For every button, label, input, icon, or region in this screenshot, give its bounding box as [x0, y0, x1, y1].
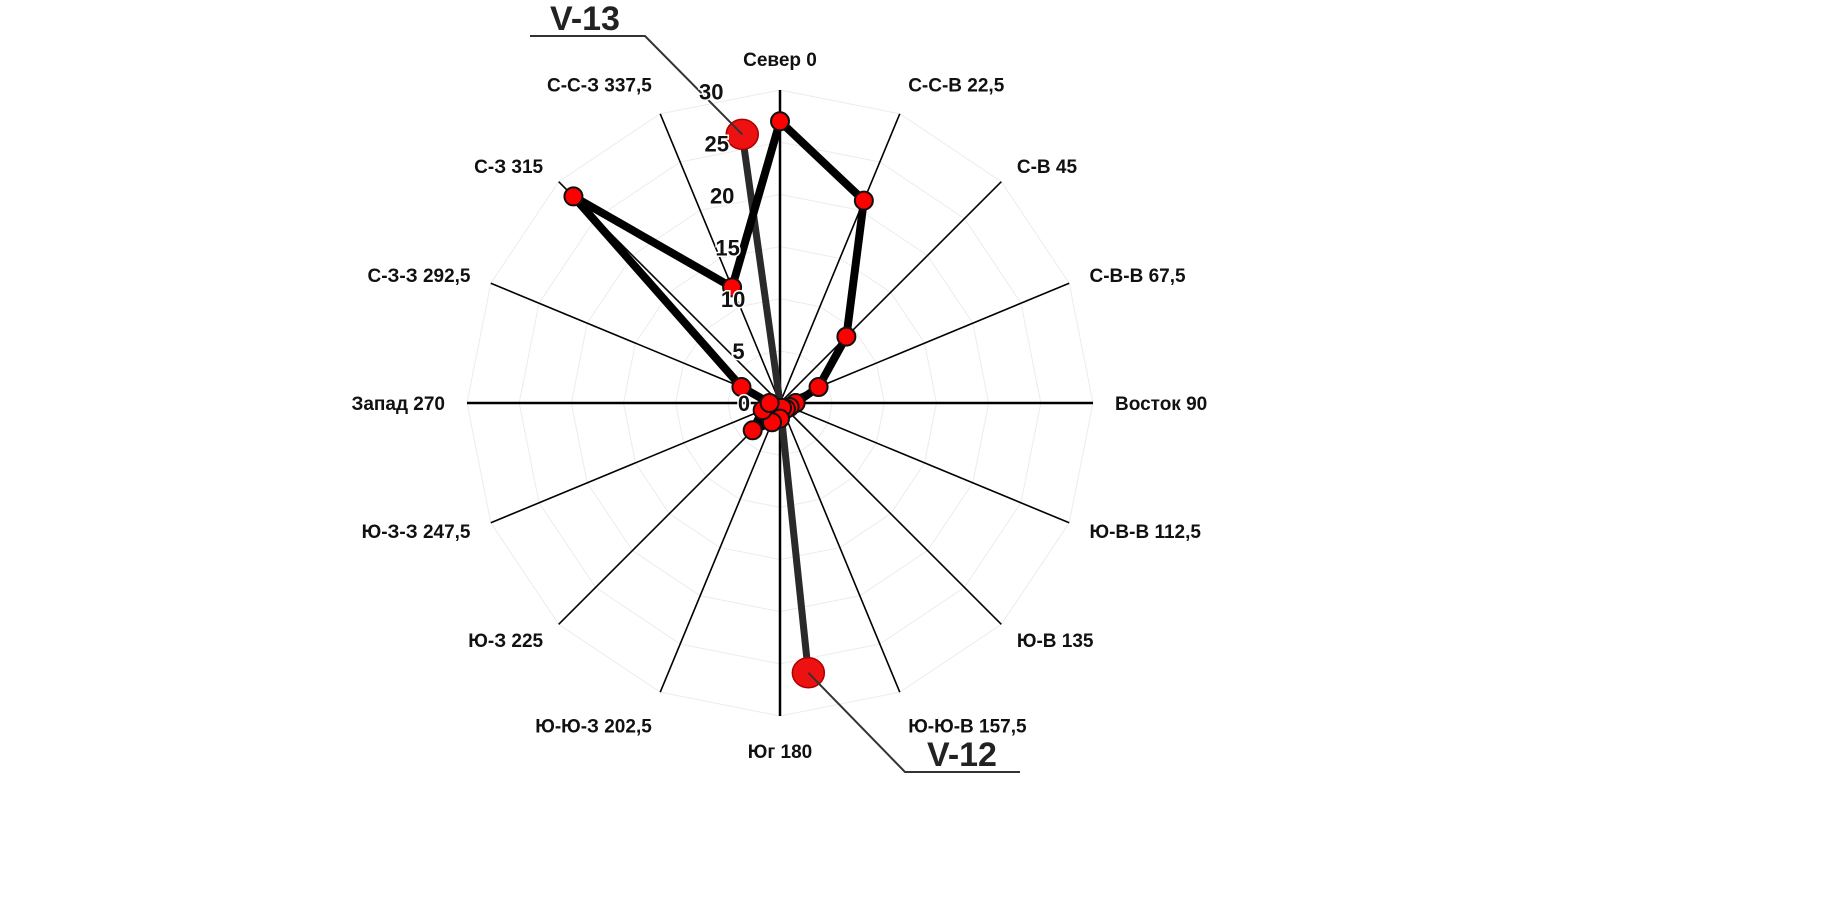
- data-point: [759, 393, 780, 413]
- data-point: [731, 377, 752, 398]
- spoke: [779, 402, 901, 693]
- radial-tick-label: 5: [732, 339, 744, 364]
- direction-label: Ю-В-В 112,5: [1089, 522, 1201, 543]
- direction-label: С-В-В 67,5: [1089, 266, 1186, 287]
- vector-label: V-12: [927, 736, 997, 774]
- direction-label: С-В 45: [1017, 157, 1078, 178]
- spoke: [490, 282, 781, 404]
- direction-label: Ю-З 225: [468, 631, 543, 652]
- direction-label: Запад 270: [351, 394, 445, 415]
- direction-label: С-С-З 337,5: [547, 76, 652, 97]
- direction-labels: Север 0 С-С-В 22,5С-В 45 С-В-В 67,5Восток …: [351, 50, 1207, 763]
- direction-label: Ю-Ю-В 157,5: [908, 716, 1027, 737]
- vector-label: V-13: [550, 0, 620, 38]
- radial-tick-label: 25: [704, 132, 728, 157]
- spoke: [779, 402, 1002, 625]
- spoke: [659, 113, 781, 404]
- vector-labels: V-13V-12: [530, 0, 1020, 774]
- data-point: [770, 111, 790, 132]
- radial-tick-label: 10: [721, 287, 745, 312]
- direction-label: Юг 180: [748, 742, 813, 763]
- data-point: [742, 420, 763, 441]
- spoke: [659, 402, 781, 693]
- direction-label: С-С-В 22,5: [908, 76, 1005, 97]
- direction-label: Ю-З-З 247,5: [362, 522, 471, 543]
- spoke: [490, 402, 781, 524]
- direction-label: Север 0: [743, 50, 817, 71]
- vector-leader-line: [530, 35, 743, 136]
- data-point: [853, 190, 874, 211]
- data-point: [722, 277, 743, 298]
- spoke: [558, 402, 781, 625]
- radial-tick-label: 30: [699, 80, 723, 105]
- spoke: [779, 113, 901, 404]
- direction-label: Восток 90: [1115, 394, 1207, 415]
- spokes: [467, 90, 1093, 716]
- data-point: [808, 377, 829, 398]
- radial-tick-label: 0: [738, 391, 750, 416]
- direction-label: Ю-Ю-З 202,5: [535, 716, 652, 737]
- data-point: [836, 326, 857, 347]
- radial-ticks: 0 5 10 15 20 25 30: [698, 78, 752, 417]
- direction-label: С-З 315: [474, 157, 543, 178]
- vector-leader-line: [807, 672, 1020, 773]
- direction-label: С-З-З 292,5: [367, 266, 470, 287]
- series: [563, 111, 874, 441]
- radial-tick-label: 15: [715, 235, 739, 260]
- vector-line: [776, 402, 812, 674]
- spoke: [779, 402, 1070, 524]
- spoke: [779, 181, 1002, 404]
- radial-tick-label: 20: [710, 183, 734, 208]
- direction-label: Ю-В 135: [1017, 631, 1094, 652]
- spoke: [779, 282, 1070, 404]
- vector-line: [738, 133, 784, 404]
- data-point: [563, 186, 584, 207]
